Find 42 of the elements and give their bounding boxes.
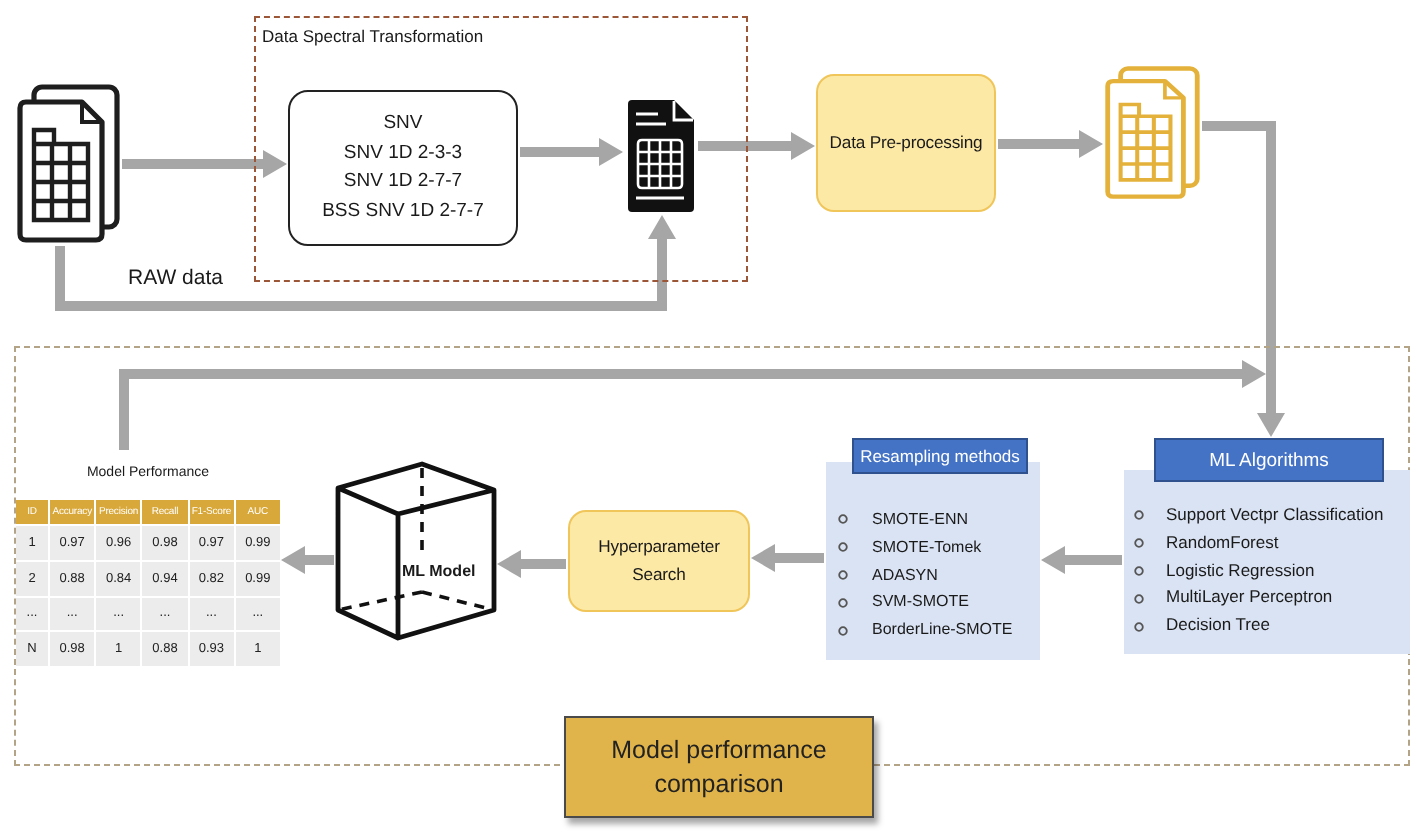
list-item: ADASYN (872, 563, 938, 588)
dashed-group-frame (254, 16, 748, 282)
arrow (751, 544, 824, 572)
panel-heading: ML Algorithms (1154, 438, 1384, 482)
arrow (698, 132, 815, 160)
spreadsheet-stack-icon (16, 84, 120, 244)
arrow (281, 546, 334, 574)
node-label: Hyperparameter Search (596, 534, 722, 587)
list-item: BorderLine-SMOTE (872, 618, 1013, 643)
list-item: MultiLayer Perceptron (1166, 584, 1333, 611)
node-label: Model performance comparison (609, 733, 829, 801)
list-item: Support Vectpr Classification (1166, 502, 1384, 528)
title-box (564, 716, 874, 818)
group-title: Data Spectral Transformation (262, 26, 484, 46)
node-label: Data Pre-processing (829, 129, 983, 156)
list-panel (826, 438, 1040, 660)
arrow (122, 150, 287, 178)
arrow (520, 138, 623, 166)
list-item: Decision Tree (1166, 612, 1270, 639)
list-item: SNV 1D 2-7-7 (343, 168, 463, 196)
rounded-box (288, 90, 518, 246)
list-panel (1124, 438, 1410, 654)
arrow (998, 130, 1103, 158)
list-item: SNV (383, 110, 423, 138)
arrow (1202, 121, 1285, 437)
list-item: SNV 1D 2-3-3 (343, 139, 463, 167)
list-item: RandomForest (1166, 529, 1279, 556)
arrow (119, 360, 1266, 450)
arrow (1041, 546, 1122, 574)
list-item: Logistic Regression (1166, 557, 1315, 584)
arrow (497, 550, 566, 578)
list-item: SVM-SMOTE (872, 590, 969, 615)
node-label: ML Model (402, 562, 476, 582)
spreadsheet-stack-icon (1104, 66, 1200, 200)
list-item: BSS SNV 1D 2-7-7 (322, 197, 484, 225)
list-item: SMOTE-Tomek (872, 535, 982, 560)
arrow (55, 215, 676, 311)
panel-heading: Resampling methods (852, 438, 1028, 474)
spreadsheet-icon (624, 98, 696, 214)
list-item: SMOTE-ENN (872, 508, 968, 532)
process-box (816, 74, 996, 212)
process-box (568, 510, 750, 612)
